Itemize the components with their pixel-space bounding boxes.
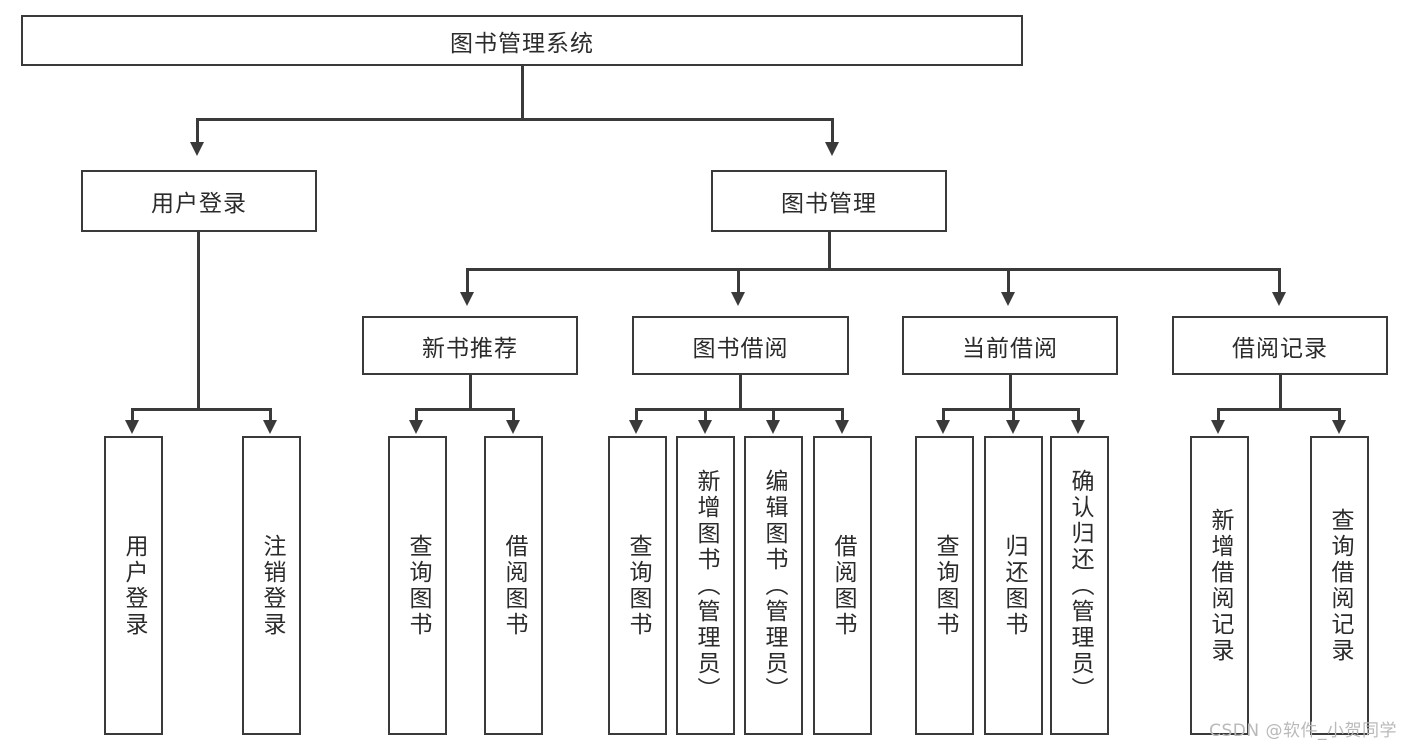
edge-book-management-drop bbox=[828, 232, 831, 268]
leaf-bb-borrow-book[interactable]: 借阅图书 bbox=[813, 436, 872, 735]
node-label: 图书管理 bbox=[781, 191, 877, 217]
arrowhead-bb-leaf-4 bbox=[835, 420, 849, 434]
arrowhead-bb-leaf-2 bbox=[698, 420, 712, 434]
watermark-text: CSDN @软件_小贺同学 bbox=[1209, 721, 1397, 741]
edge-to-new-book-recommend bbox=[466, 268, 469, 300]
edge-user-login-bus bbox=[131, 408, 272, 411]
leaf-bb-edit-book-admin[interactable]: 编辑图书（管理员） bbox=[744, 436, 803, 735]
edge-bb-leaf-4 bbox=[841, 408, 844, 424]
node-book-borrow[interactable]: 图书借阅 bbox=[632, 316, 849, 375]
node-borrow-record[interactable]: 借阅记录 bbox=[1172, 316, 1388, 375]
edge-current-borrow-drop bbox=[1009, 375, 1012, 408]
edge-book-borrow-drop bbox=[739, 375, 742, 408]
edge-root-drop bbox=[521, 66, 524, 118]
node-label: 图书借阅 bbox=[692, 335, 789, 362]
node-label: 确认归还（管理员） bbox=[1067, 468, 1093, 703]
edge-br-leaf-2 bbox=[1338, 408, 1341, 424]
arrowhead-to-user-login bbox=[190, 142, 204, 156]
node-label: 用户登录 bbox=[121, 533, 147, 638]
arrowhead-to-book-management bbox=[825, 142, 839, 156]
edge-bb-leaf-1 bbox=[635, 408, 638, 424]
leaf-nbr-query-book[interactable]: 查询图书 bbox=[388, 436, 447, 735]
arrowhead-br-leaf-1 bbox=[1211, 420, 1225, 434]
edge-book-borrow-bus bbox=[635, 408, 843, 411]
node-label: 注销登录 bbox=[259, 533, 285, 638]
node-label: 借阅图书 bbox=[830, 533, 856, 638]
edge-new-book-recommend-bus bbox=[415, 408, 515, 411]
node-label: 新增图书（管理员） bbox=[693, 468, 719, 703]
edge-borrow-record-drop bbox=[1279, 375, 1282, 408]
arrowhead-nbr-leaf-1 bbox=[409, 420, 423, 434]
node-label: 新增借阅记录 bbox=[1207, 507, 1233, 664]
node-label: 新书推荐 bbox=[422, 335, 518, 362]
node-label: 查询图书 bbox=[932, 533, 958, 638]
arrowhead-cb-leaf-2 bbox=[1006, 420, 1020, 434]
arrowhead-user-login-leaf-1 bbox=[125, 420, 139, 434]
arrowhead-nbr-leaf-2 bbox=[506, 420, 520, 434]
leaf-bb-add-book-admin[interactable]: 新增图书（管理员） bbox=[676, 436, 735, 735]
edge-br-leaf-1 bbox=[1217, 408, 1220, 424]
edge-nbr-leaf-2 bbox=[512, 408, 515, 424]
arrowhead-bb-leaf-1 bbox=[629, 420, 643, 434]
leaf-user-login[interactable]: 用户登录 bbox=[104, 436, 163, 735]
edge-to-book-management bbox=[831, 118, 834, 146]
node-user-login[interactable]: 用户登录 bbox=[81, 170, 317, 232]
node-book-management-system[interactable]: 图书管理系统 bbox=[21, 15, 1023, 66]
node-label: 当前借阅 bbox=[962, 335, 1058, 362]
leaf-bb-query-book[interactable]: 查询图书 bbox=[608, 436, 667, 735]
edge-bb-leaf-2 bbox=[704, 408, 707, 424]
edge-current-borrow-bus bbox=[942, 408, 1079, 411]
node-label: 归还图书 bbox=[1001, 533, 1027, 638]
node-current-borrow[interactable]: 当前借阅 bbox=[902, 316, 1118, 375]
edge-user-login-drop bbox=[197, 232, 200, 408]
edge-user-login-leaf-1 bbox=[131, 408, 134, 424]
edge-to-borrow-record bbox=[1278, 268, 1281, 300]
arrowhead-to-borrow-record bbox=[1272, 292, 1286, 306]
arrowhead-user-login-leaf-2 bbox=[263, 420, 277, 434]
node-book-management[interactable]: 图书管理 bbox=[711, 170, 947, 232]
edge-bb-leaf-3 bbox=[772, 408, 775, 424]
node-label: 查询图书 bbox=[625, 533, 651, 638]
edge-level3-bus bbox=[466, 268, 1280, 271]
edge-nbr-leaf-1 bbox=[415, 408, 418, 424]
node-label: 编辑图书（管理员） bbox=[761, 468, 787, 703]
leaf-cb-query-book[interactable]: 查询图书 bbox=[915, 436, 974, 735]
arrowhead-to-book-borrow bbox=[731, 292, 745, 306]
edge-to-book-borrow bbox=[737, 268, 740, 300]
arrowhead-br-leaf-2 bbox=[1332, 420, 1346, 434]
leaf-nbr-borrow-book[interactable]: 借阅图书 bbox=[484, 436, 543, 735]
edge-cb-leaf-1 bbox=[942, 408, 945, 424]
leaf-br-query-record[interactable]: 查询借阅记录 bbox=[1310, 436, 1369, 735]
edge-to-user-login bbox=[196, 118, 199, 146]
edge-to-current-borrow bbox=[1007, 268, 1010, 300]
arrowhead-to-current-borrow bbox=[1001, 292, 1015, 306]
edge-new-book-recommend-drop bbox=[469, 375, 472, 408]
node-label: 借阅记录 bbox=[1232, 335, 1328, 362]
node-new-book-recommend[interactable]: 新书推荐 bbox=[362, 316, 578, 375]
edge-cb-leaf-3 bbox=[1077, 408, 1080, 424]
arrowhead-cb-leaf-1 bbox=[936, 420, 950, 434]
leaf-cb-confirm-return-admin[interactable]: 确认归还（管理员） bbox=[1050, 436, 1109, 735]
arrowhead-to-new-book-recommend bbox=[460, 292, 474, 306]
node-label: 借阅图书 bbox=[501, 533, 527, 638]
edge-level1-bus bbox=[196, 118, 833, 121]
arrowhead-bb-leaf-3 bbox=[766, 420, 780, 434]
leaf-cb-return-book[interactable]: 归还图书 bbox=[984, 436, 1043, 735]
edge-user-login-leaf-2 bbox=[269, 408, 272, 424]
edge-cb-leaf-2 bbox=[1012, 408, 1015, 424]
arrowhead-cb-leaf-3 bbox=[1071, 420, 1085, 434]
leaf-logout-login[interactable]: 注销登录 bbox=[242, 436, 301, 735]
node-label: 图书管理系统 bbox=[450, 30, 594, 57]
edge-borrow-record-bus bbox=[1217, 408, 1341, 411]
node-label: 查询借阅记录 bbox=[1327, 507, 1353, 664]
leaf-br-add-record[interactable]: 新增借阅记录 bbox=[1190, 436, 1249, 735]
node-label: 用户登录 bbox=[151, 191, 247, 217]
node-label: 查询图书 bbox=[405, 533, 431, 638]
